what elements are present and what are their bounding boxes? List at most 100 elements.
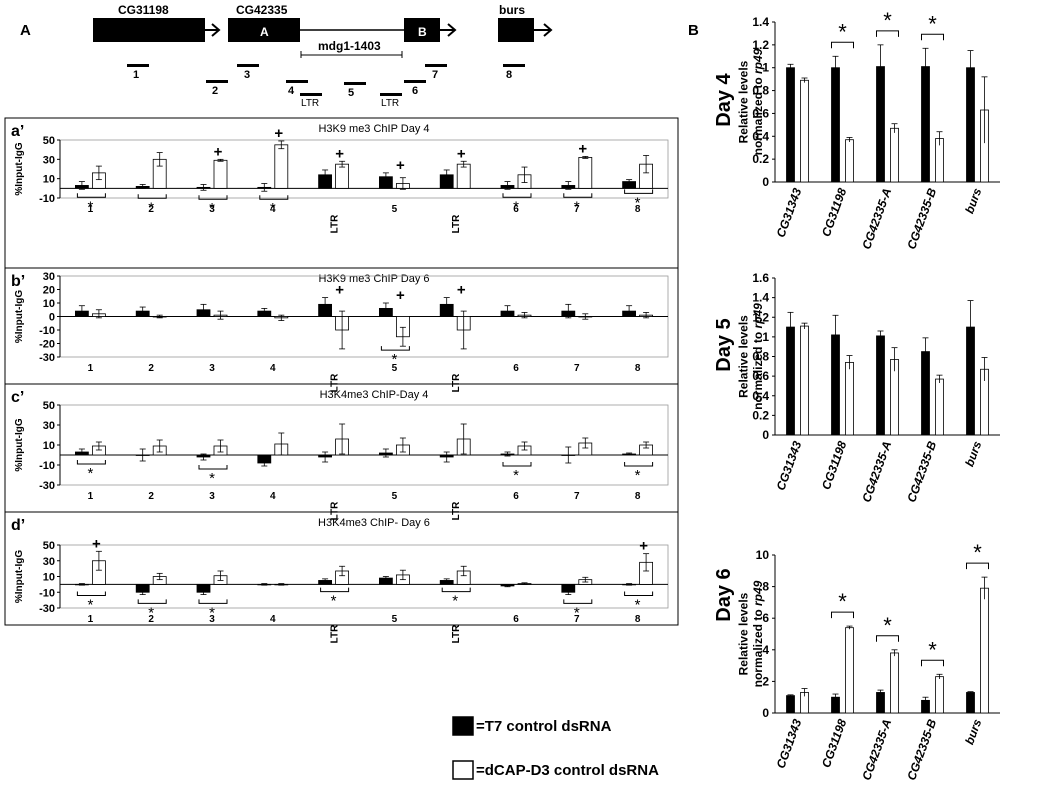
category-7: 7 [561, 437, 593, 502]
x-tick-label: CG42335-A [859, 186, 894, 251]
significance-bracket [76, 460, 106, 465]
x-tick-label: CG31198 [819, 186, 850, 239]
category-8: 8*+ [622, 538, 654, 625]
x-tick-label: CG31198 [819, 439, 850, 492]
gene-cg31198-label: CG31198 [118, 3, 169, 17]
y-tick-label: 0.6 [752, 106, 769, 120]
category-burs: burs* [962, 540, 989, 746]
category-2: 2 [135, 306, 167, 374]
gene-cg31198-box [93, 18, 205, 42]
category-1: 1* [75, 165, 106, 215]
y-tick-label: 30 [43, 154, 55, 166]
category-5: 5*+ [378, 287, 410, 374]
probe-5-mark [344, 82, 366, 85]
bar-t7 [966, 67, 975, 183]
x-tick-label: CG42335-B [904, 439, 939, 504]
bar-dcap [935, 378, 944, 436]
legend-dcap-swatch [452, 760, 474, 780]
category-3: 3*+ [196, 143, 228, 217]
y-tick-label: 50 [43, 400, 55, 412]
y-tick-label: 6 [762, 611, 769, 625]
x-tick-label: 1 [88, 491, 94, 502]
category-8: 8* [622, 441, 654, 502]
category-cg42335-b: CG42335-B* [904, 637, 944, 782]
legend: =T7 control dsRNA =dCAP-D3 control dsRNA [452, 716, 659, 780]
significance-plus: + [335, 282, 344, 299]
y-tick-label: 1.4 [752, 15, 769, 29]
plot-area [59, 544, 669, 609]
probe-2-mark [206, 80, 228, 83]
gene-cg31198-arrow [205, 23, 221, 37]
probe-3-label: 3 [244, 69, 250, 81]
probe-6-label: 6 [412, 85, 418, 97]
panel-letter-a: A [20, 22, 31, 39]
x-tick-label: burs [962, 186, 984, 216]
y-tick-label: 0.4 [752, 129, 769, 143]
significance-star: * [838, 19, 847, 44]
significance-star: * [87, 465, 93, 482]
x-tick-label: 6 [513, 491, 519, 502]
category-ltr: LTR* [318, 565, 350, 643]
gene-burs-box [498, 18, 534, 42]
x-tick-label: LTR [330, 501, 341, 520]
x-tick-label: CG42335-A [859, 717, 894, 782]
y-tick-label: -10 [39, 460, 55, 472]
bar-t7 [786, 695, 795, 714]
x-tick-label: 6 [513, 363, 519, 374]
x-tick-label: LTR [330, 373, 341, 392]
significance-bracket [624, 462, 654, 467]
probe-4-label: 4 [288, 85, 295, 97]
significance-bracket [320, 587, 350, 593]
significance-bracket [876, 635, 899, 642]
day-label: Day 6 [713, 568, 735, 621]
significance-plus: + [396, 287, 405, 304]
bar-dcap [456, 163, 471, 189]
probe-ltr1-mark [300, 93, 322, 96]
x-tick-label: CG31343 [774, 186, 805, 239]
gene-burs-arrow [534, 23, 553, 37]
x-tick-label: 6 [513, 204, 519, 215]
category-1: 1 [75, 305, 106, 374]
significance-star: * [209, 200, 215, 217]
x-tick-label: CG42335-B [904, 717, 939, 782]
panel-frame [4, 117, 679, 269]
y-axis-label: Relative levelsnormalized to rp49 [737, 48, 765, 155]
significance-star: * [148, 199, 154, 216]
significance-bracket [563, 193, 593, 198]
plot-area [59, 404, 669, 486]
y-tick-label: 0 [49, 312, 55, 324]
probe-8-label: 8 [506, 69, 512, 81]
probe-ltr2-label: LTR [381, 98, 399, 109]
probe-ltr2-mark [380, 93, 402, 96]
x-tick-label: CG31198 [819, 717, 850, 770]
category-cg31198: CG31198 * [819, 19, 854, 238]
day-label: Day 5 [713, 318, 735, 371]
y-axis-label: %Input-IgG [14, 290, 25, 344]
probe-5-label: 5 [348, 87, 354, 99]
x-tick-label: 5 [392, 614, 398, 625]
chart-title: H3K4me3 ChIP-Day 4 [320, 389, 429, 401]
category-6: 6 [500, 582, 532, 625]
probe-2-label: 2 [212, 85, 218, 97]
x-tick-label: 8 [635, 204, 641, 215]
significance-plus: + [639, 538, 648, 555]
significance-plus: + [578, 140, 587, 157]
y-tick-label: 10 [756, 548, 770, 562]
significance-star: * [574, 604, 580, 621]
x-tick-label: CG31343 [774, 439, 805, 492]
category-ltr: LTR+ [318, 145, 350, 233]
x-tick-label: CG42335-B [904, 186, 939, 251]
chip-panel-2: b’H3K9 me3 ChIP Day 6-30-20-100102030%In… [4, 267, 679, 392]
x-tick-label: LTR [330, 214, 341, 233]
significance-star: * [513, 467, 519, 484]
significance-star: * [513, 198, 519, 215]
y-tick-label: 8 [762, 580, 769, 594]
category-1: 1*+ [75, 535, 106, 625]
significance-bracket [259, 195, 289, 200]
probe-marks: 1 2 3 4 LTR 5 LTR 6 7 8 [127, 64, 525, 109]
y-tick-label: 0.8 [752, 350, 769, 364]
significance-star: * [883, 8, 892, 33]
x-tick-label: 8 [635, 491, 641, 502]
y-tick-label: 0 [762, 175, 769, 189]
x-tick-label: CG42335-A [859, 439, 894, 504]
